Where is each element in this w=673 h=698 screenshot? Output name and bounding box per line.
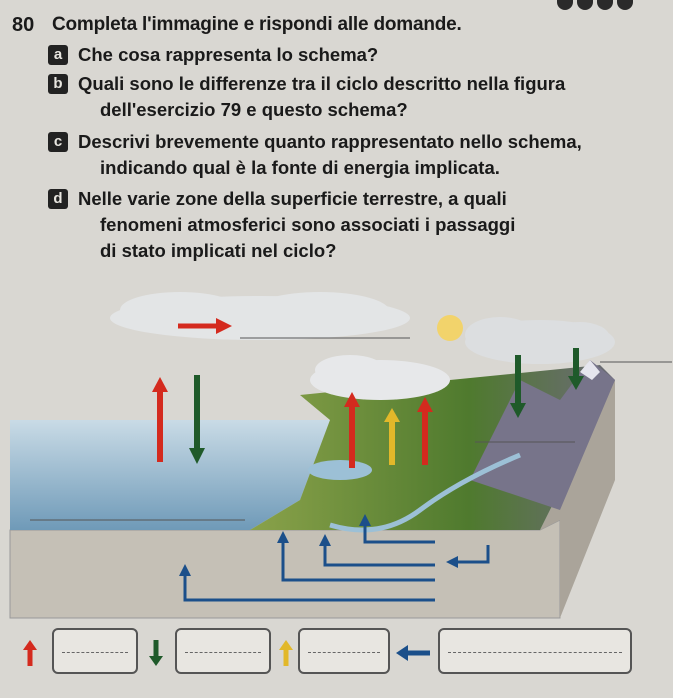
exercise-number: 80: [12, 14, 35, 36]
legend-arrow-up-yellow-icon: [278, 640, 294, 671]
question-b: b Quali sono le differenze tra il ciclo …: [48, 71, 658, 123]
water-cycle-diagram: [9, 292, 672, 619]
question-text-line: indicando qual è la fonte di energia imp…: [100, 157, 500, 178]
arrow-down-green: [568, 348, 584, 390]
answer-box-4[interactable]: [438, 628, 632, 674]
question-text-line: Nelle varie zone della superficie terres…: [78, 188, 507, 209]
question-text-line: dell'esercizio 79 e questo schema?: [100, 99, 408, 120]
arrow-up-yellow: [384, 408, 400, 465]
arrow-down-green: [189, 375, 205, 464]
question-letter: b: [48, 74, 68, 94]
cloud-left: [110, 292, 410, 340]
exercise-instruction: Completa l'immagine e rispondi alle doma…: [52, 14, 462, 35]
sea-surface: [10, 420, 330, 530]
question-a: a Che cosa rappresenta lo schema?: [48, 42, 658, 68]
groundwater-arrowheads: [179, 514, 458, 576]
arrow-up-red: [417, 397, 433, 465]
question-text-line: di stato implicati nel ciclo?: [100, 240, 337, 261]
mountains: [470, 360, 615, 510]
question-d: d Nelle varie zone della superficie terr…: [48, 186, 658, 264]
question-letter: d: [48, 189, 68, 209]
legend-arrow-down-green-icon: [148, 640, 164, 671]
question-c: c Descrivi brevemente quanto rappresenta…: [48, 129, 658, 181]
ground-block-side: [540, 380, 615, 618]
legend-arrow-up-red-icon: [22, 640, 38, 671]
question-letter: c: [48, 132, 68, 152]
answer-box-1[interactable]: [52, 628, 138, 674]
answer-box-2[interactable]: [175, 628, 271, 674]
question-text-line: fenomeni atmosferici sono associati i pa…: [100, 214, 516, 235]
arrow-right-red: [178, 318, 232, 334]
legend-arrow-left-blue-icon: [396, 640, 430, 671]
sun-icon: [437, 315, 463, 341]
arrow-up-red: [344, 392, 360, 468]
cloud-right: [465, 317, 615, 364]
question-text-line: Descrivi brevemente quanto rappresentato…: [78, 131, 582, 152]
ground-block-front: [9, 519, 561, 619]
river: [329, 452, 521, 533]
answer-box-3[interactable]: [298, 628, 390, 674]
question-letter: a: [48, 45, 68, 65]
groundwater-flow-arrows: [183, 525, 490, 602]
cloud-center: [310, 355, 450, 400]
lake: [308, 460, 372, 480]
arrow-up-red: [152, 377, 168, 462]
question-text-line: Quali sono le differenze tra il ciclo de…: [78, 73, 566, 94]
page-corner-decoration: [557, 0, 633, 10]
arrow-down-green: [510, 355, 526, 418]
mountain-snow: [580, 360, 600, 380]
question-text-line: Che cosa rappresenta lo schema?: [78, 44, 379, 65]
